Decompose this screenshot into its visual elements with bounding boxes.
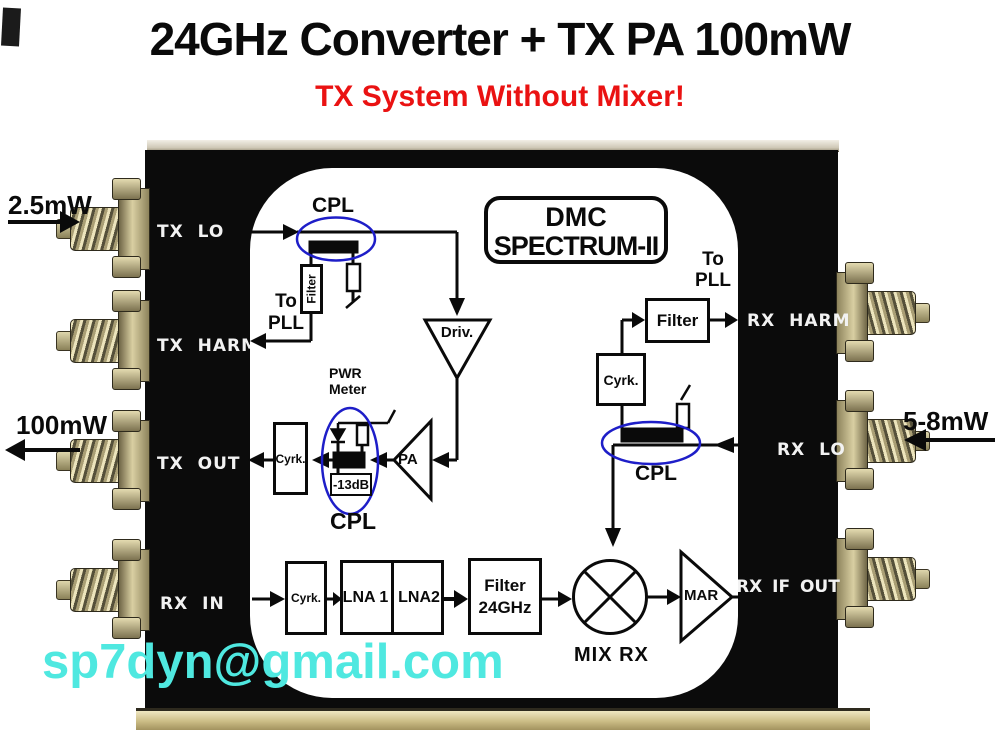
pwr-meter-label: PWR Meter <box>329 365 366 397</box>
port-label-rx-in: RX IN <box>160 594 225 614</box>
pwr-meter-line2: Meter <box>329 381 367 397</box>
page-subtitle: TX System Without Mixer! <box>315 80 685 113</box>
connector-thread <box>862 291 916 335</box>
rx-pll-filter-block: Filter <box>645 298 710 343</box>
connector-bolt <box>845 340 874 362</box>
rx-cpl-label: CPL <box>635 462 677 485</box>
dmc-spectrum-badge: DMC SPECTRUM-II <box>484 196 668 264</box>
attenuator-block: -13dB <box>330 473 372 496</box>
power-label-2-5mw: 2.5mW <box>8 190 92 220</box>
tx-pll-filter-block: Filter <box>300 264 323 314</box>
contact-email: sp7dyn@gmail.com <box>42 635 504 689</box>
connector-bolt <box>112 256 141 278</box>
port-label-tx-harm: TX HARM <box>157 336 260 356</box>
rx-circulator-block: Cyrk. <box>285 561 327 635</box>
pwr-meter-line1: PWR <box>329 365 362 381</box>
rx-to-pll-label: To PLL <box>688 249 738 291</box>
device-base-edge <box>136 708 870 730</box>
mar-label: MAR <box>684 587 719 604</box>
sma-connector-tx-out <box>54 410 150 510</box>
mix-rx-label: MIX RX <box>574 644 649 666</box>
filter24-line2: 24GHz <box>478 597 532 617</box>
sma-connector-rx-if-out <box>836 528 932 628</box>
power-label-100mw: 100mW <box>16 410 108 440</box>
page-title: 24GHz Converter + TX PA 100mW <box>149 13 852 65</box>
tx-to-pll-line2: PLL <box>268 313 304 334</box>
lna1-label: LNA 1 <box>342 589 389 606</box>
connector-bolt <box>112 617 141 639</box>
rx-to-pll-line2: PLL <box>695 270 731 291</box>
connector-thread <box>70 439 124 483</box>
port-label-tx-out: TX OUT <box>157 454 241 474</box>
connector-bolt <box>845 390 874 412</box>
rx-to-pll-line1: To <box>702 249 724 270</box>
driver-label: Driv. <box>440 324 474 341</box>
port-label-rx-if-out: RX IF OUT <box>736 577 840 597</box>
sma-connector-rx-harm <box>836 262 932 362</box>
sma-connector-rx-in <box>54 539 150 639</box>
connector-bolt <box>112 290 141 312</box>
tx-to-pll-line1: To <box>275 291 297 312</box>
lna2-label: LNA2 <box>398 589 440 606</box>
rx-lo-circulator-block: Cyrk. <box>596 353 646 406</box>
tx-to-pll-label: To PLL <box>262 291 310 335</box>
badge-line2: SPECTRUM-II <box>493 231 660 261</box>
connector-bolt <box>845 528 874 550</box>
connector-bolt <box>112 539 141 561</box>
connector-bolt <box>112 488 141 510</box>
port-label-rx-lo: RX LO <box>777 440 846 460</box>
connector-bolt <box>112 178 141 200</box>
sma-connector-rx-lo <box>836 390 932 490</box>
port-label-tx-lo: TX LO <box>157 222 225 242</box>
badge-line1: DMC <box>545 202 607 232</box>
tx-circulator-block: Cyrk. <box>273 422 308 495</box>
connector-thread <box>70 319 124 363</box>
connector-bolt <box>112 410 141 432</box>
connector-bolt <box>845 606 874 628</box>
connector-bolt <box>845 468 874 490</box>
tx-cpl-label: CPL <box>312 194 354 217</box>
pa-label: PA <box>398 451 418 468</box>
connector-bolt <box>845 262 874 284</box>
connector-bolt <box>112 368 141 390</box>
sma-connector-tx-harm <box>54 290 150 390</box>
port-label-rx-harm: RX HARM <box>747 311 851 331</box>
filter24-line1: Filter <box>484 575 526 595</box>
connector-thread <box>70 568 124 612</box>
connector-thread <box>862 557 916 601</box>
filter-24ghz-block: Filter 24GHz <box>468 558 542 635</box>
arrowhead-100mw <box>5 439 25 461</box>
power-label-5-8mw: 5-8mW <box>903 406 989 436</box>
lna-divider <box>391 560 394 635</box>
out-cpl-label: CPL <box>330 508 376 534</box>
